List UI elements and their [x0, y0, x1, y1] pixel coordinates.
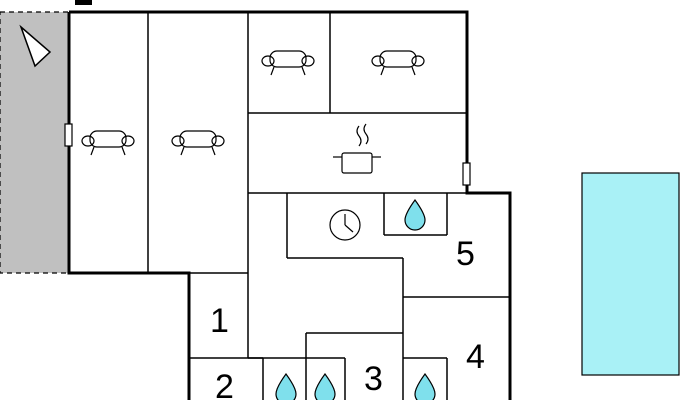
cooking-pot-icon — [333, 123, 381, 174]
interior-walls — [147, 12, 510, 400]
swimming-pool — [581, 172, 680, 376]
room-number-3: 3 — [364, 360, 383, 398]
water-drop-icon — [404, 199, 426, 231]
sofa-icon — [261, 50, 315, 76]
room-number-2: 2 — [215, 368, 234, 400]
sofa-icon — [371, 50, 425, 76]
sofa-icon — [81, 130, 135, 156]
clock-icon — [329, 209, 361, 241]
door-marker-left — [64, 123, 73, 147]
outer-wall — [67, 10, 512, 400]
room-number-5: 5 — [456, 235, 475, 273]
water-drop-icon — [414, 373, 436, 400]
door-marker-right — [462, 162, 471, 186]
compass-arrow-icon — [19, 24, 52, 68]
water-drop-icon — [314, 373, 336, 400]
room-number-1: 1 — [210, 302, 229, 340]
sofa-icon — [171, 130, 225, 156]
room-number-4: 4 — [466, 338, 485, 376]
water-drop-icon — [275, 373, 297, 400]
marker-block — [75, 0, 92, 5]
